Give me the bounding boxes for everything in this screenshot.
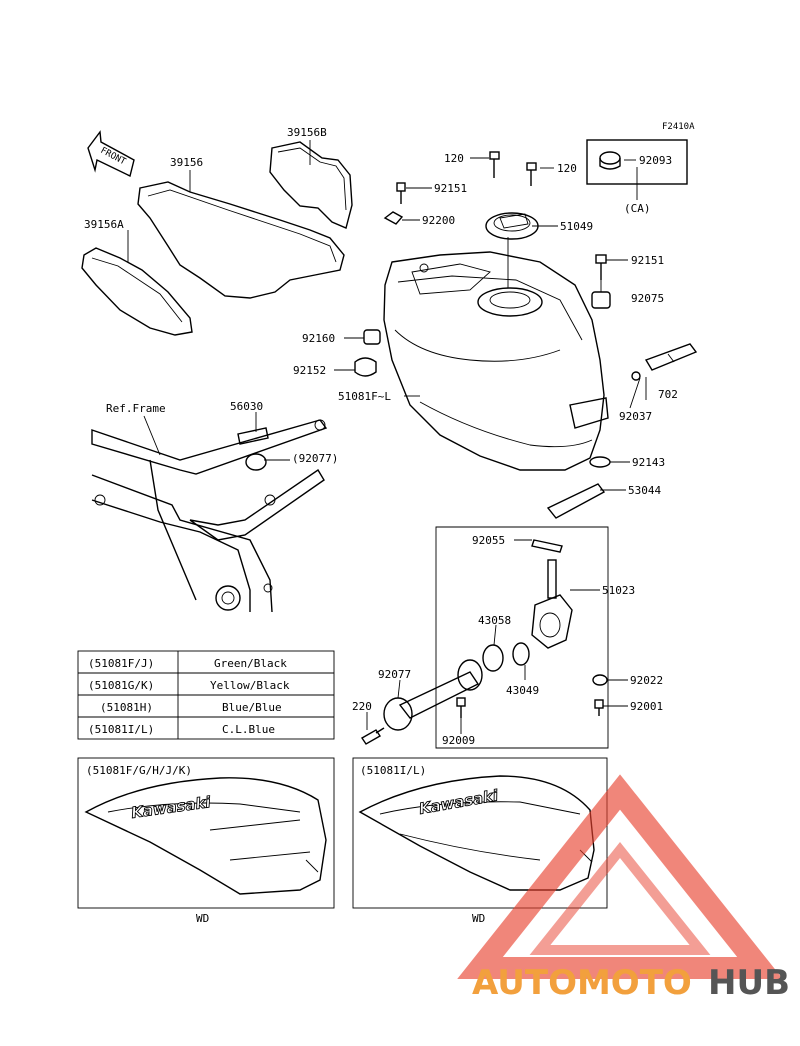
label-220: 220 — [352, 700, 372, 713]
label-92037: 92037 — [619, 410, 652, 423]
variant-panel-left: (51081F/G/H/J/K) Kawasaki — [77, 757, 335, 909]
label-92001: 92001 — [630, 700, 663, 713]
washer-92022 — [592, 674, 608, 686]
label-92151-a: 92151 — [434, 182, 467, 195]
label-92077-frame: (92077) — [292, 452, 338, 465]
color-code-row-1: (51081F/J) — [88, 657, 154, 670]
clip-92077-frame — [245, 453, 267, 471]
color-name-row-4: C.L.Blue — [222, 723, 275, 736]
label-92055: 92055 — [472, 534, 505, 547]
label-53044: 53044 — [628, 484, 661, 497]
bolt-120-b — [526, 162, 537, 186]
color-code-row-4: (51081I/L) — [88, 723, 154, 736]
label-92151-b: 92151 — [631, 254, 664, 267]
label-51081: 51081F~L — [338, 390, 391, 403]
label-56030 — [237, 427, 269, 445]
fuel-cap-51049 — [485, 212, 539, 240]
bolt-92151-b — [595, 254, 607, 280]
variant-left-title: (51081F/G/H/J/K) — [86, 764, 192, 777]
label-702: 702 — [658, 388, 678, 401]
watermark-text-automoto: AUTOMOTO — [472, 963, 692, 1003]
caption-wd-right: WD — [472, 912, 485, 925]
variant-right-title: (51081I/L) — [360, 764, 426, 777]
damper-92075 — [591, 291, 611, 309]
washer-92200 — [383, 211, 404, 225]
label-39156B: 39156B — [287, 126, 327, 139]
bolt-92151-a — [396, 182, 406, 204]
label-92075: 92075 — [631, 292, 664, 305]
caption-wd-left: WD — [196, 912, 209, 925]
watermark-logo — [457, 774, 783, 979]
label-43058: 43058 — [478, 614, 511, 627]
label-39156A: 39156A — [84, 218, 124, 231]
seat-pad-39156 — [137, 181, 345, 299]
color-code-row-2: (51081G/K) — [88, 679, 154, 692]
band-53044 — [546, 483, 606, 519]
petcock-group-frame — [435, 526, 609, 749]
leader-lines — [127, 140, 647, 734]
brand-logo-left: Kawasaki — [130, 793, 212, 822]
label-92160: 92160 — [302, 332, 335, 345]
fuel-tank — [383, 251, 609, 471]
label-92143: 92143 — [632, 456, 665, 469]
label-92022: 92022 — [630, 674, 663, 687]
label-92009: 92009 — [442, 734, 475, 747]
damper-92152 — [354, 357, 377, 377]
brand-logo-right: Kawasaki — [418, 786, 501, 818]
lever-43049 — [512, 642, 530, 666]
rubber-92160 — [363, 329, 381, 345]
o-ring-43058 — [482, 644, 504, 672]
label-120-b: 120 — [557, 162, 577, 175]
label-43049: 43049 — [506, 684, 539, 697]
label-92200: 92200 — [422, 214, 455, 227]
label-92152: 92152 — [293, 364, 326, 377]
label-92077: 92077 — [378, 668, 411, 681]
petcock-51023 — [531, 559, 573, 649]
label-51023: 51023 — [602, 584, 635, 597]
screw-92009 — [456, 697, 466, 718]
bolt-120-a — [489, 151, 500, 178]
damper-92143 — [589, 456, 611, 468]
side-cover-39156A — [81, 247, 193, 336]
label-ca: (CA) — [624, 202, 651, 215]
clamp-92037 — [631, 371, 641, 381]
label-56030: 56030 — [230, 400, 263, 413]
label-51049: 51049 — [560, 220, 593, 233]
front-arrow-icon: FRONT — [87, 130, 135, 178]
frame — [91, 419, 328, 613]
label-92093: 92093 — [639, 154, 672, 167]
color-name-row-1: Green/Black — [214, 657, 287, 670]
color-code-row-3: (51081H) — [100, 701, 153, 714]
watermark-text-hub: HUB — [708, 963, 790, 1003]
variant-panel-right: (51081I/L) Kawasaki — [352, 757, 608, 909]
diagram-code: F2410A — [662, 122, 695, 132]
color-name-row-2: Yellow/Black — [210, 679, 290, 692]
hose-702 — [644, 343, 698, 371]
gasket-92055 — [531, 539, 563, 553]
color-table: (51081F/J) Green/Black (51081G/K) Yellow… — [77, 650, 335, 740]
screw-92001 — [594, 699, 604, 716]
label-ref-frame: Ref.Frame — [106, 402, 166, 415]
screw-220 — [361, 727, 385, 745]
label-39156: 39156 — [170, 156, 203, 169]
side-cover-39156B — [269, 141, 353, 229]
color-name-row-3: Blue/Blue — [222, 701, 282, 714]
label-120-a: 120 — [444, 152, 464, 165]
